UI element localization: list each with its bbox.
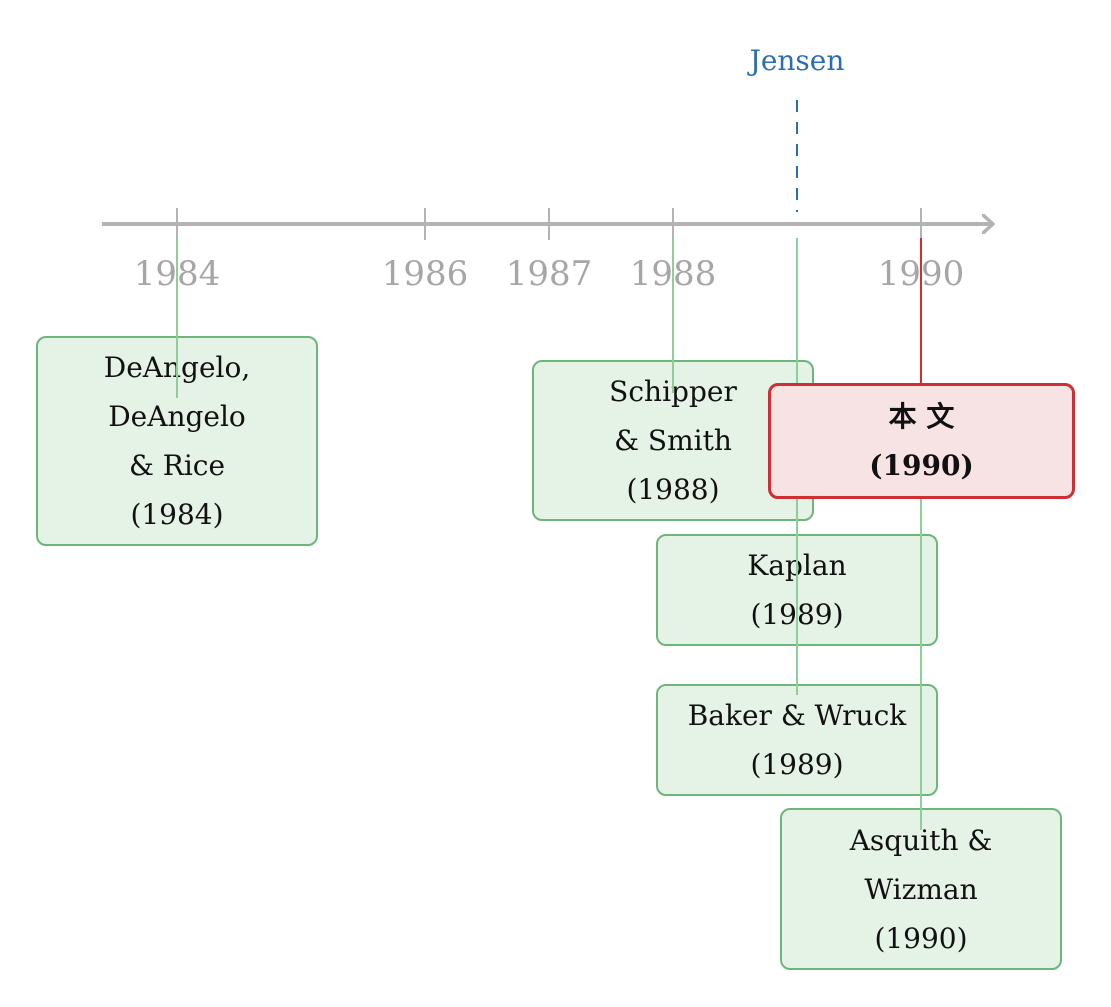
entry-line: (1990) (874, 921, 968, 955)
entry-line: & Rice (128, 449, 226, 482)
entry-asquith-wizman: Asquith & Wizman (1990) (780, 808, 1062, 970)
entry-line: (1988) (626, 473, 720, 506)
entry-line: Baker & Wruck (687, 699, 907, 732)
jensen-marker-label: Jensen (749, 44, 845, 77)
tick-label-1986: 1986 (381, 254, 469, 294)
entry-line: DeAngelo (108, 400, 246, 433)
entry-schipper-smith: Schipper & Smith (1988) (532, 360, 814, 521)
entry-line: Wizman (864, 872, 978, 906)
tick-label-1990: 1990 (877, 254, 965, 294)
tick-label-1987: 1987 (505, 254, 593, 294)
entry-this-paper: 本 文 (1990) (768, 383, 1075, 499)
tick-label-1988: 1988 (629, 254, 717, 294)
entry-line: & Smith (614, 424, 732, 457)
entry-line: (1989) (750, 748, 844, 781)
tick-label-1984: 1984 (133, 254, 221, 294)
entry-line: (1984) (130, 498, 224, 531)
entry-line: 本 文 (888, 400, 955, 433)
entry-baker-wruck: Baker & Wruck (1989) (656, 684, 938, 796)
entry-line: (1990) (869, 449, 974, 482)
